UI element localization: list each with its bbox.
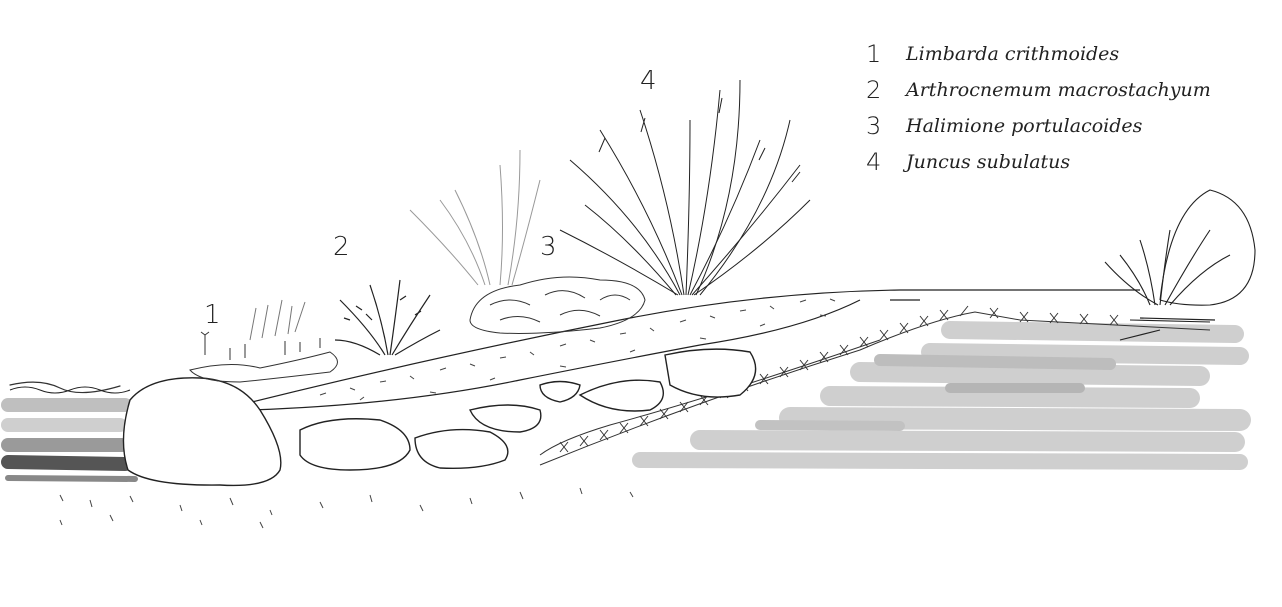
arthrocnemum-plant	[335, 280, 440, 355]
legend-item: 3 Halimione portulacoides	[866, 108, 1276, 144]
legend-species-name: Halimione portulacoides	[906, 115, 1142, 137]
right-shrub	[1105, 190, 1255, 340]
legend-species-name: Arthrocnemum macrostachyum	[906, 79, 1211, 101]
plant-label-1: 1	[204, 300, 221, 330]
plant-label-2: 2	[333, 232, 350, 262]
plant-label-3: 3	[540, 232, 557, 262]
plant-label-4: 4	[640, 66, 657, 96]
species-legend: 1 Limbarda crithmoides 2 Arthrocnemum ma…	[866, 36, 1276, 180]
juncus-plant	[560, 80, 810, 295]
legend-number: 3	[866, 112, 906, 140]
legend-number: 4	[866, 148, 906, 176]
left-water-shading	[8, 382, 135, 479]
legend-species-name: Limbarda crithmoides	[906, 43, 1119, 65]
halimione-plant	[410, 150, 645, 333]
legend-number: 2	[866, 76, 906, 104]
legend-item: 4 Juncus subulatus	[866, 144, 1276, 180]
legend-item: 2 Arthrocnemum macrostachyum	[866, 72, 1276, 108]
legend-number: 1	[866, 40, 906, 68]
legend-species-name: Juncus subulatus	[906, 151, 1070, 173]
legend-item: 1 Limbarda crithmoides	[866, 36, 1276, 72]
